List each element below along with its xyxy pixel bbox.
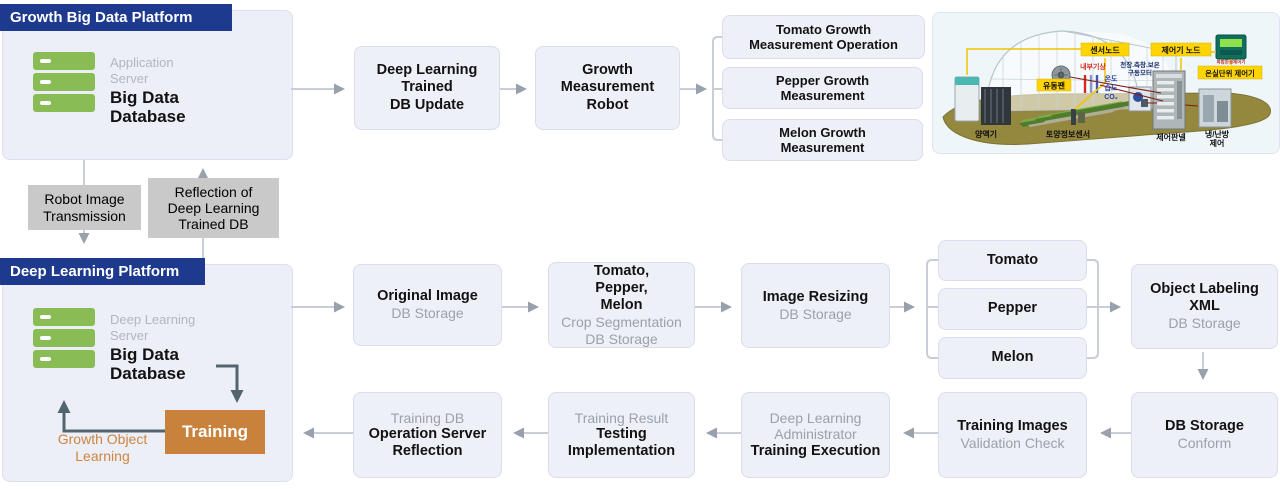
soil-sensor-label: 토양정보센서 xyxy=(1046,129,1090,139)
node-training-execution: Deep Learning Administrator Training Exe… xyxy=(741,392,890,478)
unit-controller-label: 온실단위 제어기 xyxy=(1205,69,1255,78)
node-object-labeling-xml-db-storage: Object Labeling XML DB Storage xyxy=(1131,264,1278,349)
reflection-trained-db-label: Reflection of Deep Learning Trained DB xyxy=(148,178,279,238)
node-training-images-validation-check: Training Images Validation Check xyxy=(938,392,1087,478)
node-original-image-db-storage: Original Image DB Storage xyxy=(353,264,502,346)
growth-platform-title: Growth Big Data Platform xyxy=(0,4,232,31)
controller-node-label: 제어기 노드 xyxy=(1161,45,1201,55)
node-crop-melon: Melon xyxy=(938,337,1087,379)
robot-image-transmission-label: Robot Image Transmission xyxy=(28,185,141,230)
drive-motor-photo xyxy=(1128,86,1152,112)
panel-arrows xyxy=(1069,76,1199,107)
motor-label-line2: 구동모터 xyxy=(1128,68,1152,77)
sensor-node-label-bg xyxy=(1080,42,1130,57)
device-caption: 복합환경제어기 xyxy=(1217,59,1246,66)
greenhouse-illustration: 센서노드 제어기 노드 유동팬 온실단위 제어기 복합환경제어기 내부기상 천장… xyxy=(933,13,1279,153)
deep-learning-platform-title: Deep Learning Platform xyxy=(0,258,205,285)
growth-platform-title-text: Growth Big Data Platform xyxy=(10,9,193,26)
server-stack-icon xyxy=(33,308,95,368)
unit-controller-label-bg xyxy=(1197,65,1263,80)
humidity-label: 습도 xyxy=(1105,83,1118,92)
fan-label-bg xyxy=(1036,78,1072,92)
node-db-storage-conform: DB Storage Conform xyxy=(1131,392,1278,478)
soil-sensor-device xyxy=(1071,109,1085,125)
node-image-resizing-db-storage: Image Resizing DB Storage xyxy=(741,263,890,348)
node-melon-growth-measurement: Melon Growth Measurement xyxy=(722,119,923,161)
node-crop-segmentation-db-storage: Tomato, Pepper, Melon Crop Segmentation … xyxy=(548,262,695,348)
fan-label: 유동팬 xyxy=(1043,81,1065,91)
node-operation-server-reflection: Training DB Operation Server Reflection xyxy=(353,392,502,478)
nutrient-machine-label: 양액기 xyxy=(975,129,997,139)
greenhouse-photo: 센서노드 제어기 노드 유동팬 온실단위 제어기 복합환경제어기 내부기상 천장… xyxy=(932,12,1280,154)
node-pepper-growth-measurement: Pepper Growth Measurement xyxy=(722,67,923,109)
unit-controller-device xyxy=(1215,34,1247,60)
sensor-node-label: 센서노드 xyxy=(1090,45,1120,55)
deep-server-label: Deep Learning Server Big Data Database xyxy=(110,312,195,383)
cooling-heating-photo xyxy=(1198,88,1232,128)
node-growth-measurement-robot: Growth Measurement Robot xyxy=(535,46,680,130)
controller-node-label-bg xyxy=(1150,42,1212,57)
co2-label: CO₂ xyxy=(1104,94,1118,101)
nutrient-machine xyxy=(954,76,1011,125)
training-node: Training xyxy=(165,410,265,454)
node-crop-pepper: Pepper xyxy=(938,288,1087,330)
cooling-heating-label-line2: 제어 xyxy=(1210,138,1225,148)
temp-label: 온도 xyxy=(1105,74,1118,83)
growth-object-learning-caption: Growth Object Learning xyxy=(57,431,148,464)
internal-weather-label: 내부기상 xyxy=(1080,62,1106,71)
node-deep-learning-trained-db-update: Deep Learning Trained DB Update xyxy=(354,46,500,130)
growth-server-label: Application Server Big Data Database xyxy=(110,55,186,126)
node-tomato-growth-measurement-operation: Tomato Growth Measurement Operation xyxy=(722,15,925,59)
big-data-database-label: Big Data Database xyxy=(110,88,186,127)
server-stack-icon xyxy=(33,52,95,112)
big-data-database-label: Big Data Database xyxy=(110,345,186,384)
node-testing-implementation: Training Result Testing Implementation xyxy=(548,392,695,478)
deep-learning-platform-title-text: Deep Learning Platform xyxy=(10,263,180,280)
control-panel-label: 제어판넬 xyxy=(1156,132,1185,142)
node-crop-tomato: Tomato xyxy=(938,240,1087,281)
cooling-heating-label-line1: 냉/난방 xyxy=(1205,129,1230,139)
application-server-label: Application Server xyxy=(110,55,174,86)
motor-label-line1: 천장.측창.보온 xyxy=(1120,60,1160,69)
deep-learning-server-label: Deep Learning Server xyxy=(110,312,196,343)
